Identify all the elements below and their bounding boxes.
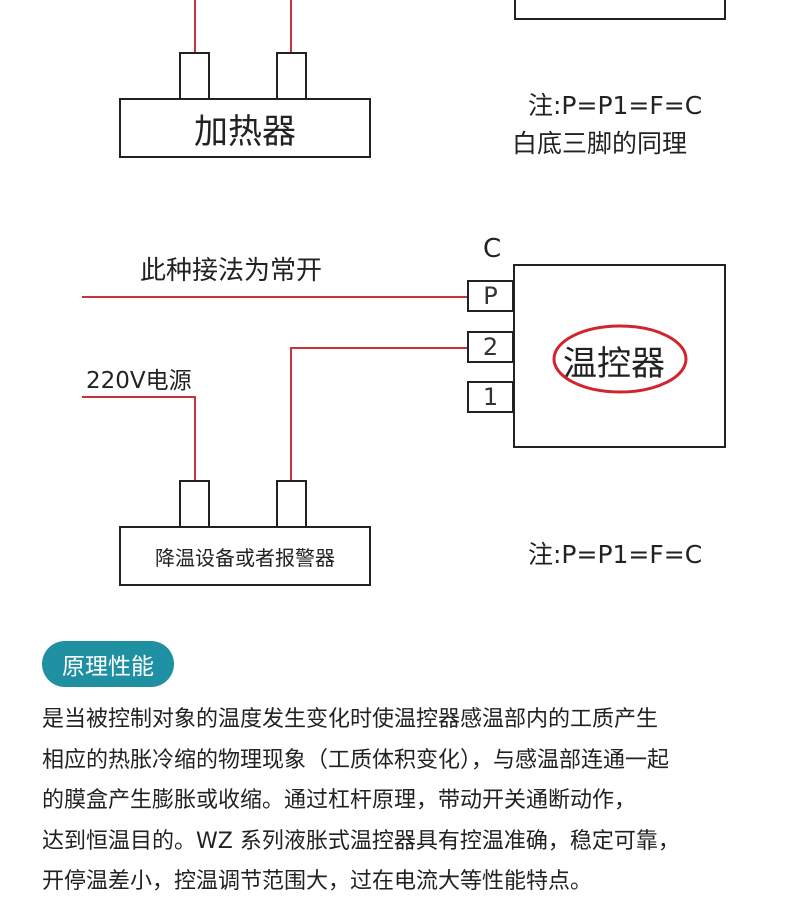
- top-note-line1: 注:P=P1=F=C: [528, 91, 703, 120]
- section-badge: 原理性能: [42, 641, 174, 687]
- terminal-p-label: P: [483, 282, 498, 310]
- top-note-line2: 白底三脚的同理: [512, 129, 688, 158]
- wire-to-p: [82, 296, 468, 298]
- heater-pin-right: [276, 52, 307, 100]
- bottom-note: 注:P=P1=F=C: [528, 540, 703, 569]
- wire-power-vertical: [194, 396, 196, 480]
- wire-to-2-horizontal: [290, 347, 468, 349]
- paragraph-line: 是当被控制对象的温度发生变化时使温控器感温部内的工质产生: [42, 707, 659, 732]
- heater-box: 加热器: [119, 98, 371, 158]
- paragraph-line: 开停温差小，控温调节范围大，过在电流大等性能特点。: [42, 869, 593, 894]
- wire-power-horizontal: [82, 396, 196, 398]
- heater-pin-left: [179, 52, 210, 100]
- top-controller-box: [514, 0, 726, 20]
- terminal-2-label: 2: [482, 333, 499, 361]
- connection-label: 此种接法为常开: [140, 256, 323, 286]
- controller-highlight-ellipse: [552, 324, 688, 394]
- wire-to-2-vertical: [290, 347, 292, 480]
- terminal-1-label: 1: [482, 383, 499, 411]
- principle-paragraph: 是当被控制对象的温度发生变化时使温控器感温部内的工质产生 相应的热胀冷缩的物理现…: [42, 700, 752, 903]
- power-label: 220V电源: [86, 368, 192, 394]
- device-label: 降温设备或者报警器: [155, 545, 335, 570]
- top-wire-right: [290, 0, 292, 52]
- paragraph-line: 的膜盒产生膨胀或收缩。通过杠杆原理，带动开关通断动作，: [42, 788, 637, 813]
- top-wire-left: [194, 0, 196, 52]
- terminal-p: P: [467, 280, 514, 312]
- terminal-c-label: C: [483, 234, 502, 264]
- paragraph-line: 达到恒温目的。WZ 系列液胀式温控器具有控温准确，稳定可靠，: [42, 828, 680, 854]
- heater-label: 加热器: [194, 111, 296, 152]
- controller-box: [513, 264, 726, 448]
- device-pin-left: [179, 480, 210, 528]
- terminal-1: 1: [467, 381, 514, 413]
- paragraph-line: 相应的热胀冷缩的物理现象（工质体积变化），与感温部连通一起: [42, 747, 670, 773]
- device-box: 降温设备或者报警器: [119, 526, 371, 586]
- controller-label: 温控器: [563, 344, 665, 384]
- terminal-2: 2: [467, 331, 514, 363]
- device-pin-right: [276, 480, 307, 528]
